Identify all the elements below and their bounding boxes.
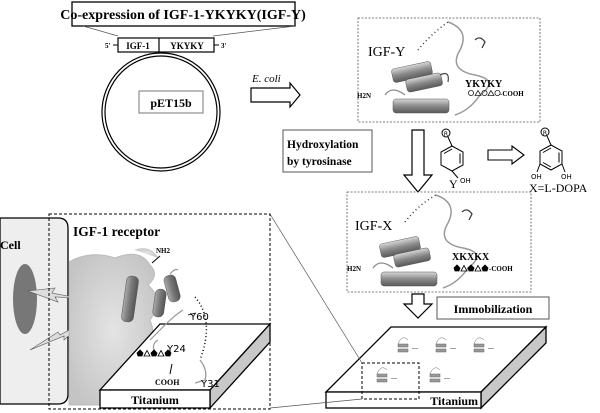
dopa-structure: [536, 127, 566, 173]
igf-x-panel: IGF-X H2N XKXKX -COOH: [346, 191, 532, 293]
svg-text:---: ---: [488, 346, 494, 352]
right-arrow-icon: [250, 81, 301, 109]
igf-y-panel: IGF-Y H2N YKYKY -COOH: [357, 17, 541, 123]
ecoli-label: E. coli: [251, 73, 281, 85]
detail-tag-residue-shapes: [136, 349, 172, 357]
hydroxylation-line1: Hydroxylation: [287, 139, 359, 151]
three-prime-label: 3': [221, 42, 227, 50]
title-box: Co-expression of IGF-1-YKYKY(IGF-Y): [60, 1, 306, 37]
tag-residue-shapes: [467, 89, 501, 97]
dopa-r-group-label: R: [543, 130, 547, 137]
immobilization-text: Immobilization: [454, 302, 533, 316]
receptor-label: IGF-1 receptor: [73, 224, 160, 239]
hydroxylation-line2: by tyrosinase: [287, 156, 352, 168]
residue-y24: Y24: [166, 344, 186, 355]
dopa-oh-2: OH: [561, 173, 572, 181]
tag-sequence-xkxkx: XKXKX: [452, 252, 490, 263]
dopa-oh-1: OH: [531, 173, 542, 181]
svg-text:---: ---: [412, 346, 418, 352]
hydroxylation-box: Hydroxylation by tyrosinase: [282, 129, 373, 173]
svg-text:---: ---: [444, 376, 450, 382]
r-group-label: R: [444, 131, 448, 138]
title-text: Co-expression of IGF-1-YKYKY(IGF-Y): [60, 8, 306, 23]
five-prime-label: 5': [105, 42, 111, 50]
plasmid-diagram: IGF-1 YKYKY 5' 3' pET15b: [101, 37, 227, 172]
svg-text:---: ---: [391, 376, 397, 382]
residue-y31: Y31: [200, 379, 220, 390]
dopa-label: X=L-DOPA: [529, 181, 588, 195]
plasmid-name: pET15b: [150, 96, 192, 110]
n-terminus-label: H2N: [357, 92, 371, 100]
zoom-connector-bottom: [269, 398, 363, 409]
c-terminus-label: -COOH: [500, 90, 524, 98]
svg-text:---: ---: [450, 346, 456, 352]
detail-panel: Cell IGF-1 receptor NH2 Titanium Y60 Y24…: [0, 213, 272, 410]
zoom-connector-top: [269, 213, 363, 364]
tyrosine-oh: OH: [460, 177, 471, 185]
dopa-tag-residue-shapes: [453, 264, 489, 272]
x-n-terminus-label: H2N: [347, 265, 361, 273]
tag-sequence-ykyky: YKYKY: [465, 79, 503, 90]
expression-arrow: E. coli: [250, 73, 301, 109]
immobilization-box: Immobilization: [436, 296, 550, 320]
tyrosine-structure: [440, 128, 464, 179]
down-arrow-icon: [402, 129, 434, 193]
gene-segment-ykyky: YKYKY: [170, 41, 204, 51]
zoom-region-box: [361, 362, 420, 400]
helix-vertical-1: [121, 275, 139, 323]
immobilized-protein-icons: --- --- --- --- ---: [376, 337, 494, 383]
igf-y-label: IGF-Y: [368, 45, 405, 60]
gene-segment-igf1: IGF-1: [126, 41, 150, 51]
nucleus-icon: [13, 264, 37, 334]
x-c-terminus-label: -COOH: [489, 265, 513, 273]
cooh-label: COOH: [155, 378, 180, 387]
residue-y60: Y60: [189, 312, 209, 323]
titanium-label-right: Titanium: [430, 394, 478, 408]
titanium-label-detail: Titanium: [131, 393, 179, 407]
cell-label: Cell: [0, 238, 21, 252]
conversion-arrow-icon: [487, 144, 525, 166]
tyrosine-label: Y: [449, 177, 458, 191]
igf-x-label: IGF-X: [355, 219, 392, 234]
titanium-surface-right: Titanium --- --- --- --- ---: [324, 325, 548, 410]
immobilization-arrow-icon: [402, 293, 434, 319]
nh2-label: NH2: [156, 247, 171, 255]
